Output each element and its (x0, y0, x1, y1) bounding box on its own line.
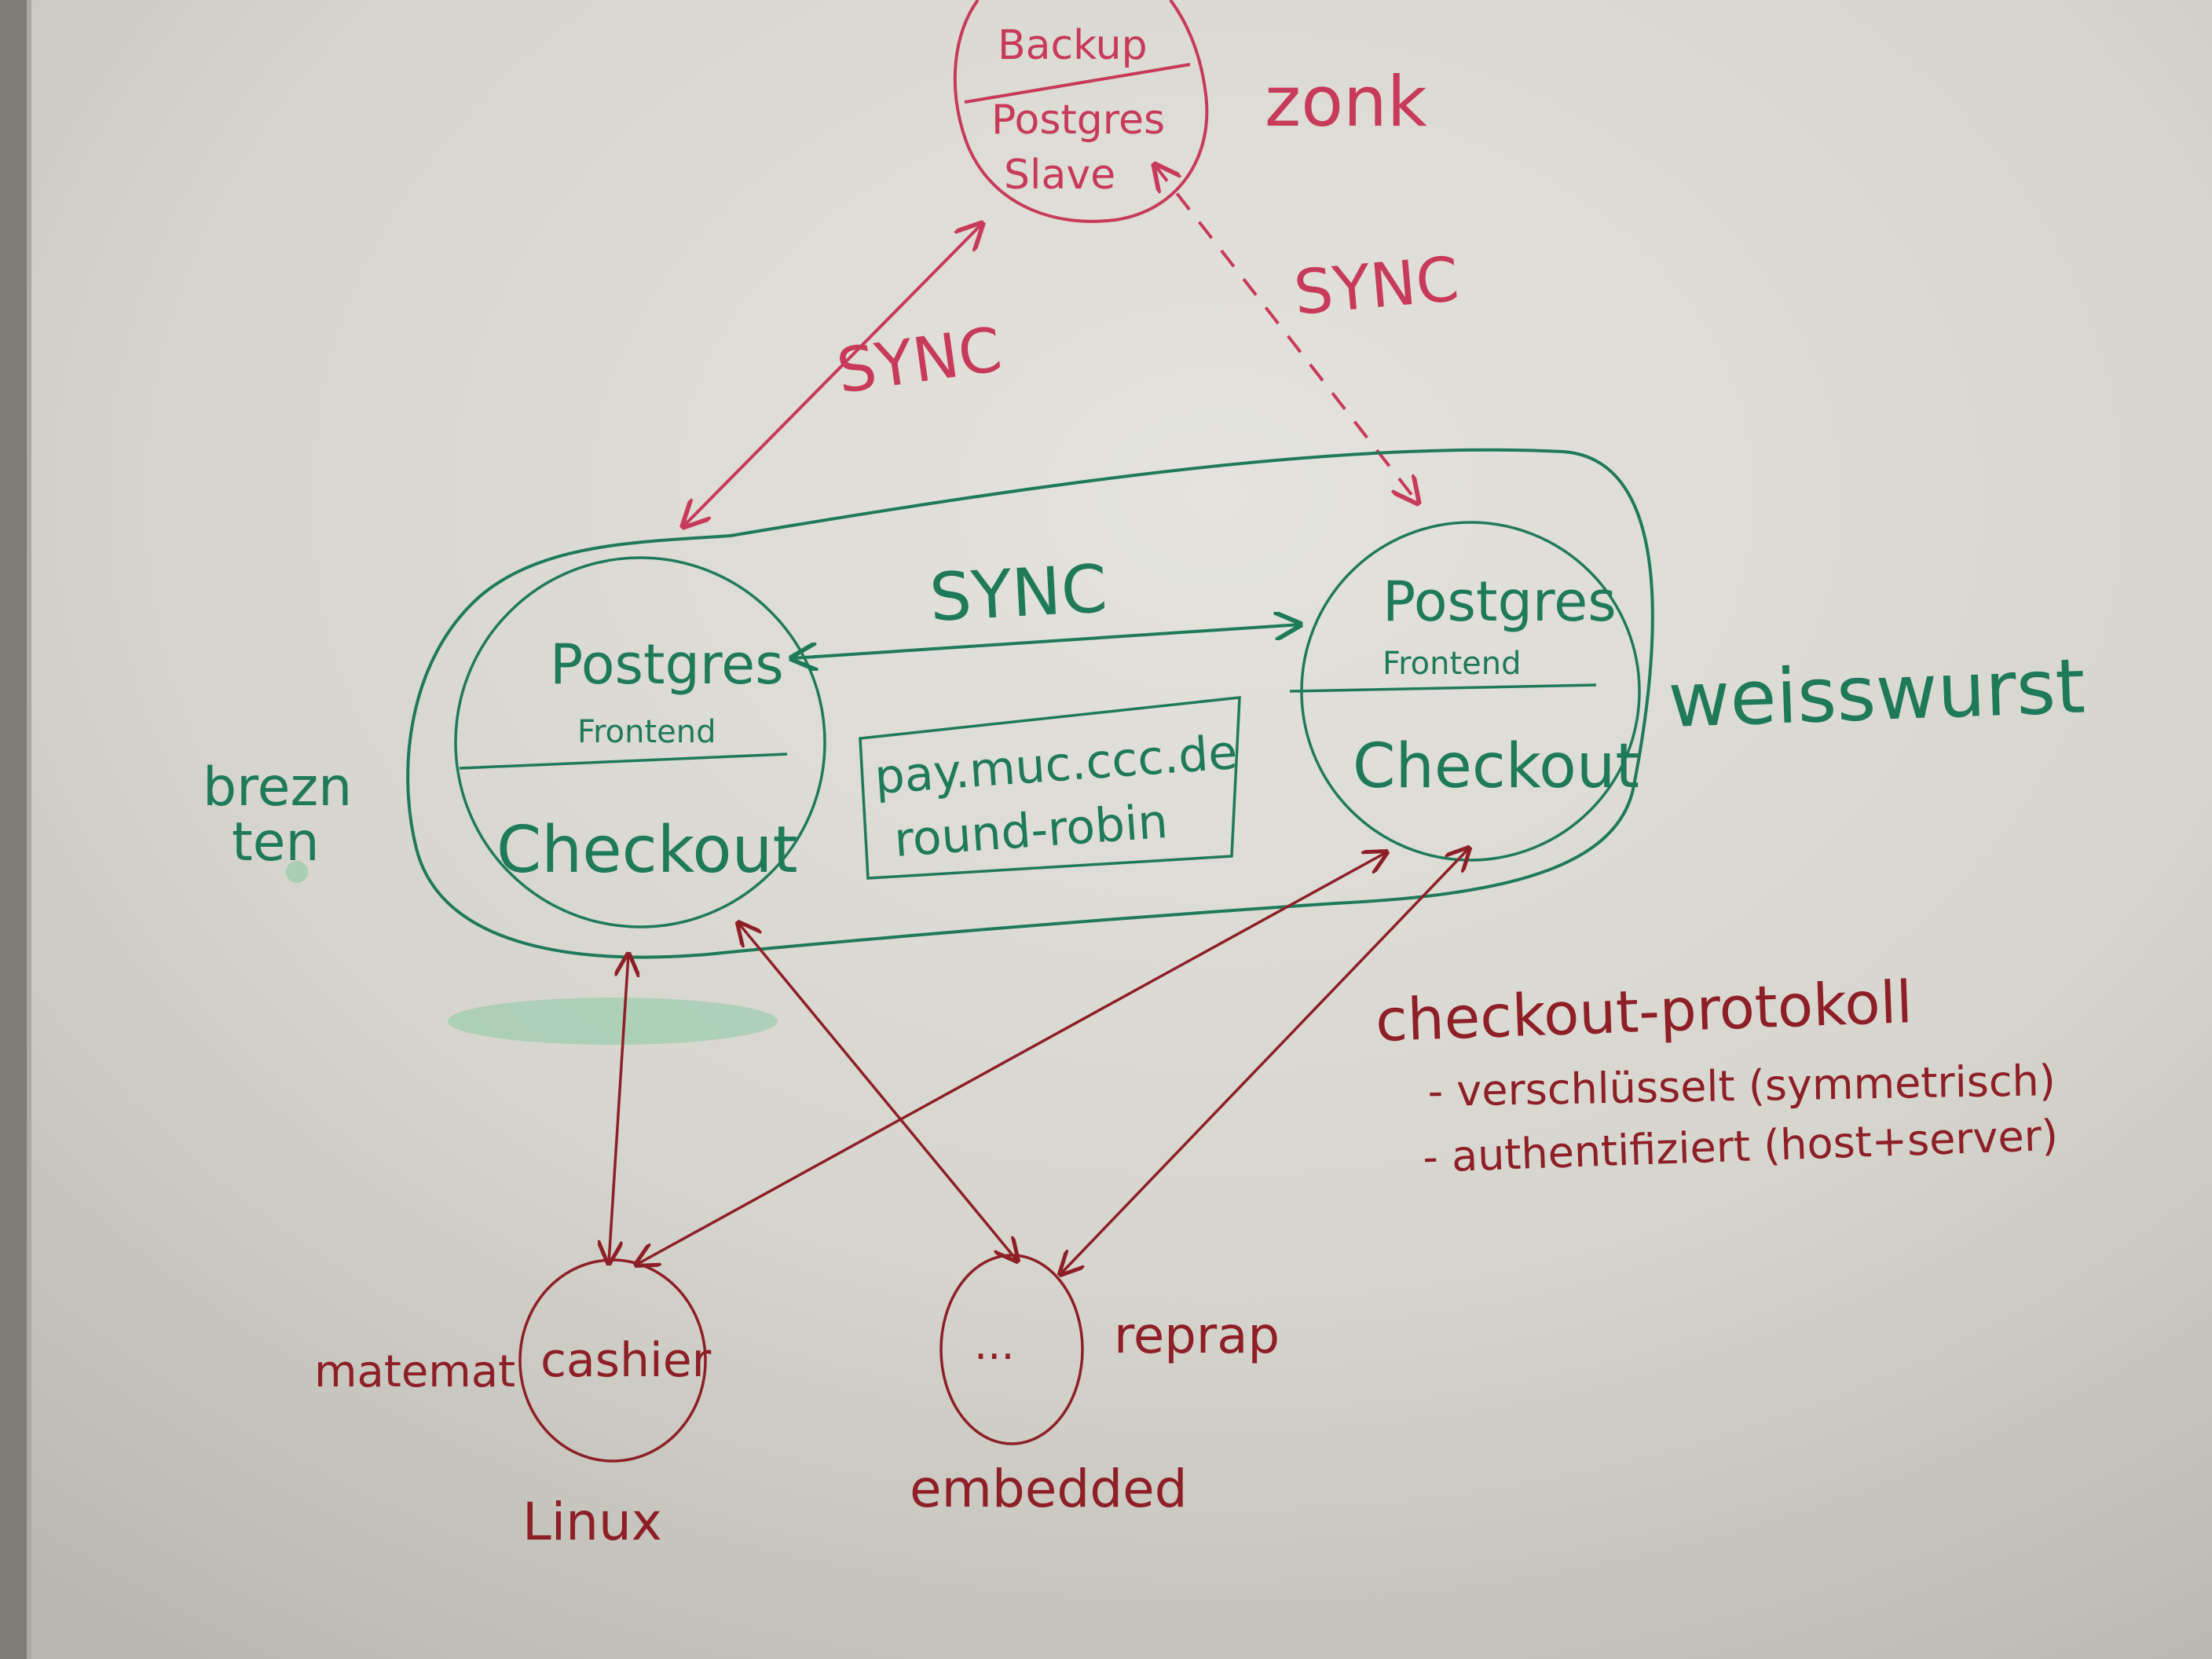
sync-arrow-left (683, 224, 982, 526)
backup-node-circle (953, 0, 1209, 223)
cashier-label: cashier (540, 1333, 712, 1388)
slave-postgres-label: Postgres (991, 97, 1165, 144)
cashier-circle (518, 1258, 707, 1463)
backup-divider (964, 63, 1191, 104)
left-postgres-label: Postgres (550, 632, 784, 697)
marker-smudge (448, 998, 778, 1045)
left-frontend-label: Frontend (577, 714, 716, 750)
brezn-label-line2: ten (232, 811, 320, 873)
brezn-label-line1: brezn (203, 756, 352, 819)
right-postgres-label: Postgres (1382, 569, 1617, 634)
reprap-label: reprap (1114, 1307, 1280, 1365)
right-node-divider (1289, 683, 1597, 693)
embedded-label: embedded (910, 1459, 1188, 1519)
board-frame-edge (0, 0, 27, 1659)
right-frontend-label: Frontend (1382, 646, 1522, 682)
left-node-divider (459, 753, 788, 770)
right-node: Postgres Frontend Checkout (1289, 521, 1641, 862)
sync-label-middle: SYNC (928, 550, 1109, 636)
linux-label: Linux (522, 1492, 662, 1552)
zonk-label: zonk (1265, 61, 1427, 142)
right-checkout-label: Checkout (1353, 731, 1639, 802)
cashier-node: cashier (518, 1258, 712, 1463)
embedded-dots: ... (974, 1320, 1015, 1369)
weisswurst-label: weisswurst (1667, 643, 2086, 745)
embedded-circle (939, 1254, 1084, 1445)
sync-arrow-middle (792, 624, 1300, 658)
backup-label: Backup (998, 22, 1148, 69)
embedded-node: ... (939, 1254, 1084, 1445)
left-checkout-label: Checkout (496, 813, 798, 888)
protocol-item-encrypted: - verschlüsselt (symmetrisch) (1427, 1056, 2056, 1116)
arrow-embedded-right (1060, 848, 1469, 1274)
arrow-embedded-left (738, 923, 1017, 1261)
sync-label-right: SYNC (1291, 244, 1462, 329)
matemat-label: matemat (314, 1346, 515, 1397)
arrow-cashier-left (609, 954, 628, 1263)
backup-node: Backup Postgres Slave (953, 0, 1209, 223)
slave-label: Slave (1004, 152, 1115, 199)
